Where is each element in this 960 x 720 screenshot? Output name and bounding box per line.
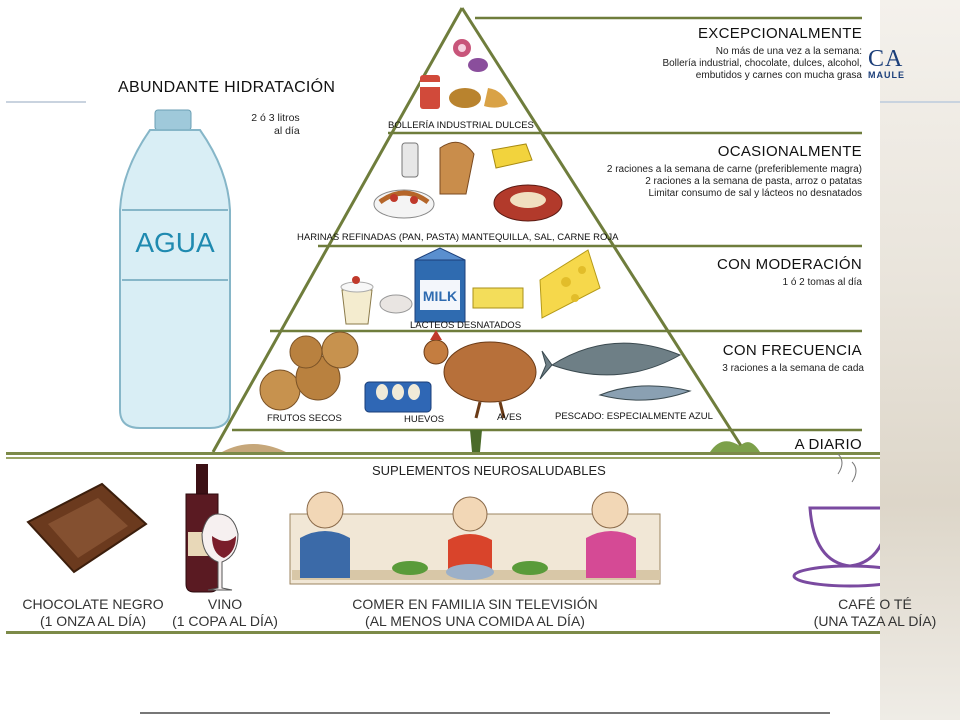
desc-line: No más de una vez a la semana: [715, 46, 862, 57]
label-family-meal: COMER EN FAMILIA SIN TELEVISIÓN (AL MENO… [325, 596, 625, 630]
level-title-exceptional: EXCEPCIONALMENTE [698, 25, 862, 42]
level-desc-moderation: 1 ó 2 tomas al día [783, 277, 863, 289]
coffee-cup-icon [792, 453, 880, 588]
tier-label-fish: PESCADO: ESPECIALMENTE AZUL [555, 411, 713, 422]
level-desc-occasional: 2 raciones a la semana de carne (preferi… [607, 164, 862, 200]
hydration-title: ABUNDANTE HIDRATACIÓN [118, 79, 336, 96]
label-line: (1 ONZA AL DÍA) [39, 613, 147, 629]
dairy-icon: MILK [340, 247, 601, 325]
label-line: (AL MENOS UNA COMIDA AL DÍA) [365, 613, 585, 629]
tier-label-refined: HARINAS REFINADAS (PAN, PASTA) MANTEQUIL… [297, 232, 619, 243]
desc-line: 2 raciones a la semana de carne (preferi… [606, 164, 862, 175]
level-desc-frequent: 3 raciones a la semana de cada [722, 363, 864, 375]
level-title-frequent: CON FRECUENCIA [722, 342, 862, 359]
tier-label-nuts: FRUTOS SECOS [267, 413, 342, 424]
desc-line: embutidos y carnes con mucha grasa [695, 70, 862, 81]
hydration-amount: 2 ó 3 litros al día [248, 112, 300, 138]
pyramid-tier-lines [232, 16, 862, 432]
panel-inner-rule [6, 457, 880, 459]
label-line: CAFÉ O TÉ [838, 596, 912, 612]
supplements-title: SUPLEMENTOS NEUROSALUDABLES [372, 463, 606, 478]
tier-label-eggs: HUEVOS [404, 414, 445, 425]
header-rule-left [6, 101, 86, 103]
header-rule-right [880, 101, 960, 103]
refined-flour-butter-meat-icon [373, 141, 563, 222]
desc-line: Limitar consumo de sal y lácteos no desn… [648, 188, 862, 199]
desc-line: 2 raciones a la semana de pasta, arroz o… [645, 176, 862, 187]
label-line: (UNA TAZA AL DÍA) [813, 613, 937, 629]
desc-line: Bollería industrial, chocolate, dulces, … [662, 58, 862, 69]
nuts-eggs-poultry-fish-icon [259, 330, 692, 419]
level-desc-exceptional: No más de una vez a la semana: Bollería … [662, 46, 862, 82]
label-line: (1 COPA AL DÍA) [172, 613, 278, 629]
water-bottle-icon: AGUA [119, 109, 231, 429]
desc-line: 1 ó 2 tomas al día [782, 277, 863, 288]
tier-label-poultry: AVES [497, 412, 522, 423]
hydration-amount-line1: 2 ó 3 litros [251, 112, 300, 124]
tier-label-dairy: LACTEOS DESNATADOS [410, 320, 522, 331]
background-photo-strip [880, 0, 960, 720]
brand-logo-text: CA [868, 46, 904, 72]
label-line: COMER EN FAMILIA SIN TELEVISIÓN [352, 596, 598, 612]
hydration-amount-line2: al día [274, 125, 300, 137]
level-title-moderation: CON MODERACIÓN [716, 256, 862, 273]
label-line: CHOCOLATE NEGRO [22, 596, 164, 612]
desc-line: 3 raciones a la semana de cada [722, 363, 864, 374]
family-dining-icon [289, 491, 661, 585]
level-title-occasional: OCASIONALMENTE [717, 143, 862, 160]
wine-bottle-icon [185, 464, 239, 593]
label-coffee-tea: CAFÉ O TÉ (UNA TAZA AL DÍA) [800, 596, 950, 630]
dark-chocolate-icon [26, 482, 148, 574]
label-line: VINO [207, 596, 243, 612]
bottom-illustrations [26, 453, 880, 593]
label-dark-chocolate: CHOCOLATE NEGRO (1 ONZA AL DÍA) [18, 596, 168, 630]
level-title-daily: A DIARIO [794, 436, 862, 453]
milk-carton-label: MILK [423, 288, 457, 304]
sweets-icon [420, 39, 508, 109]
label-wine: VINO (1 COPA AL DÍA) [160, 596, 290, 630]
tier-label-pastries: BOLLERÍA INDUSTRIAL DULCES [388, 120, 534, 131]
daily-vegetables-hint [222, 430, 760, 452]
footer-rule [140, 712, 830, 714]
bottle-label: AGUA [135, 227, 215, 258]
brand-logo-subtitle: MAULE [868, 70, 905, 80]
